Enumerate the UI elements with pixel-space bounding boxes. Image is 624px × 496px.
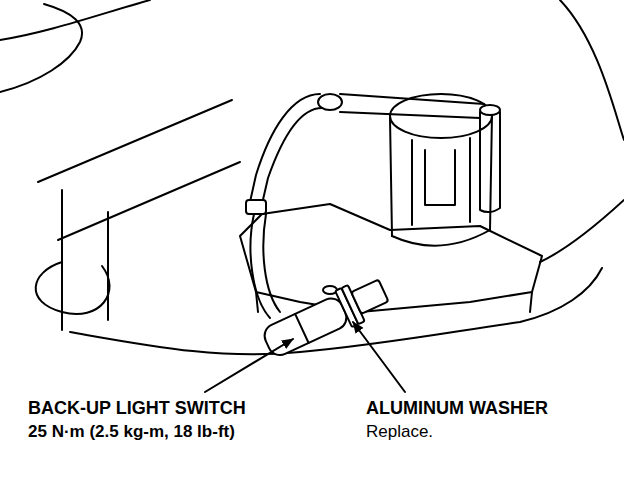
label-holder: 25 N·m (2.5 kg-m, 18 lb-ft) [28,422,235,442]
part-name: BACK-UP LIGHT SWITCH [28,398,246,419]
label-holder: ALUMINUM WASHER [366,398,548,419]
torque-spec: 25 N·m (2.5 kg-m, 18 lb-ft) [28,422,235,442]
part-name: ALUMINUM WASHER [366,398,548,419]
label-holder: BACK-UP LIGHT SWITCH [28,398,246,419]
note-text: Replace. [366,422,433,442]
label-holder: Replace. [366,422,433,442]
